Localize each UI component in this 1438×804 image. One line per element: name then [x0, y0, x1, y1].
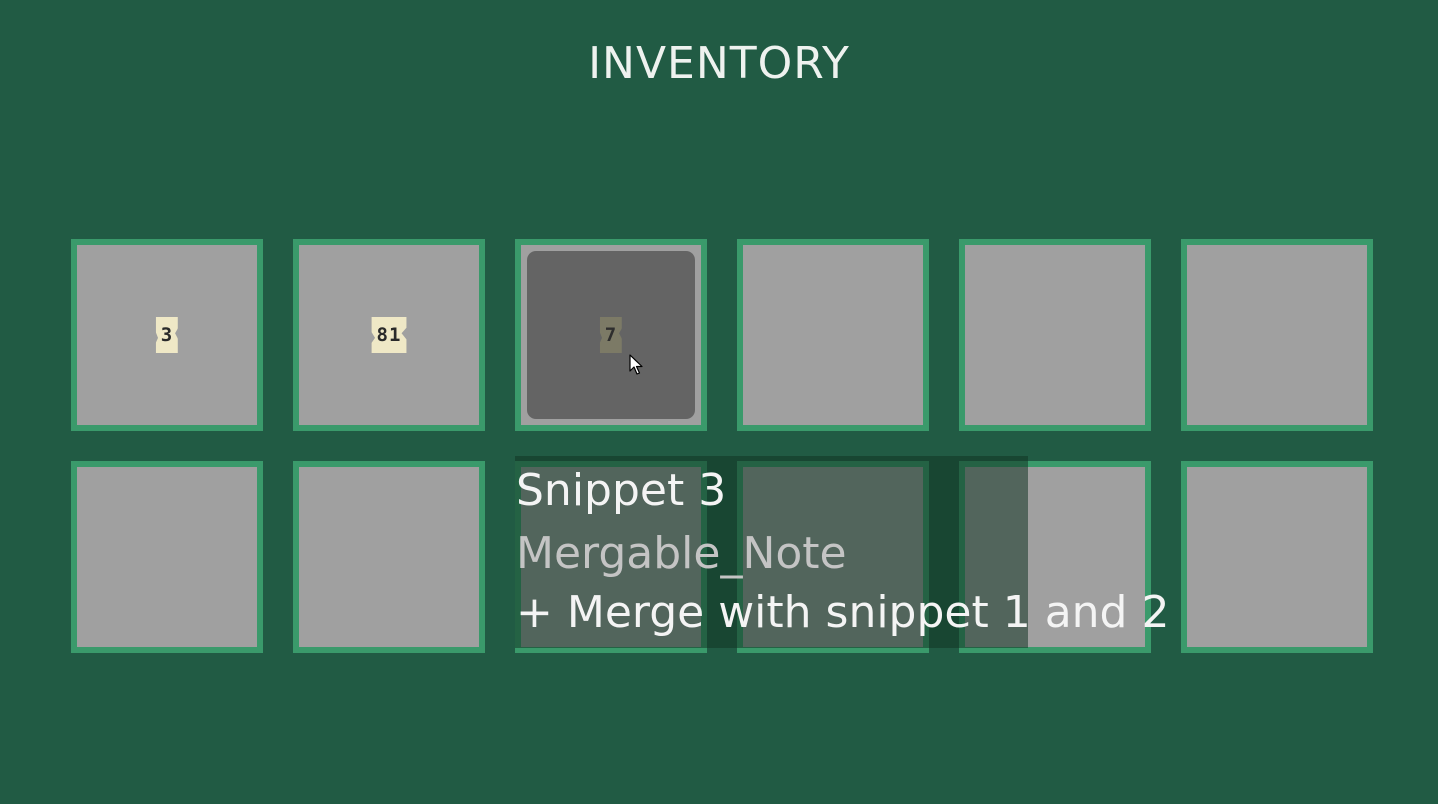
- mouse-cursor-icon: [629, 354, 643, 375]
- note-snippet-icon: 7: [599, 317, 623, 353]
- inventory-slot-7[interactable]: [71, 461, 263, 653]
- inventory-slot-2[interactable]: 81: [293, 239, 485, 431]
- inventory-title: INVENTORY: [588, 38, 850, 89]
- note-snippet-icon: 3: [155, 317, 179, 353]
- tooltip-item-description: + Merge with snippet 1 and 2: [516, 587, 1170, 638]
- inventory-slot-1[interactable]: 3: [71, 239, 263, 431]
- inventory-slot-8[interactable]: [293, 461, 485, 653]
- tooltip-item-name: Snippet 3: [516, 465, 727, 516]
- inventory-slot-12[interactable]: [1181, 461, 1373, 653]
- item-tooltip: [515, 456, 1028, 648]
- note-snippet-icon: 81: [371, 317, 407, 353]
- tooltip-item-type: Mergable_Note: [516, 528, 847, 579]
- inventory-slot-6[interactable]: [1181, 239, 1373, 431]
- inventory-slot-5[interactable]: [959, 239, 1151, 431]
- inventory-slot-3[interactable]: 7: [515, 239, 707, 431]
- inventory-slot-4[interactable]: [737, 239, 929, 431]
